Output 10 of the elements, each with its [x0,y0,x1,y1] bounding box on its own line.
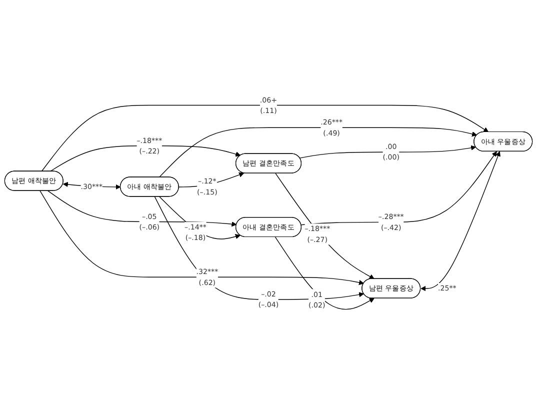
arrow [40,190,364,286]
arrow [274,236,374,310]
arrow [420,151,500,292]
arrow [158,127,478,178]
arrow [275,172,374,280]
arrow [159,196,240,240]
arrow [299,145,476,158]
arrow [48,190,237,227]
arrow [178,172,244,188]
arrow [154,196,364,300]
